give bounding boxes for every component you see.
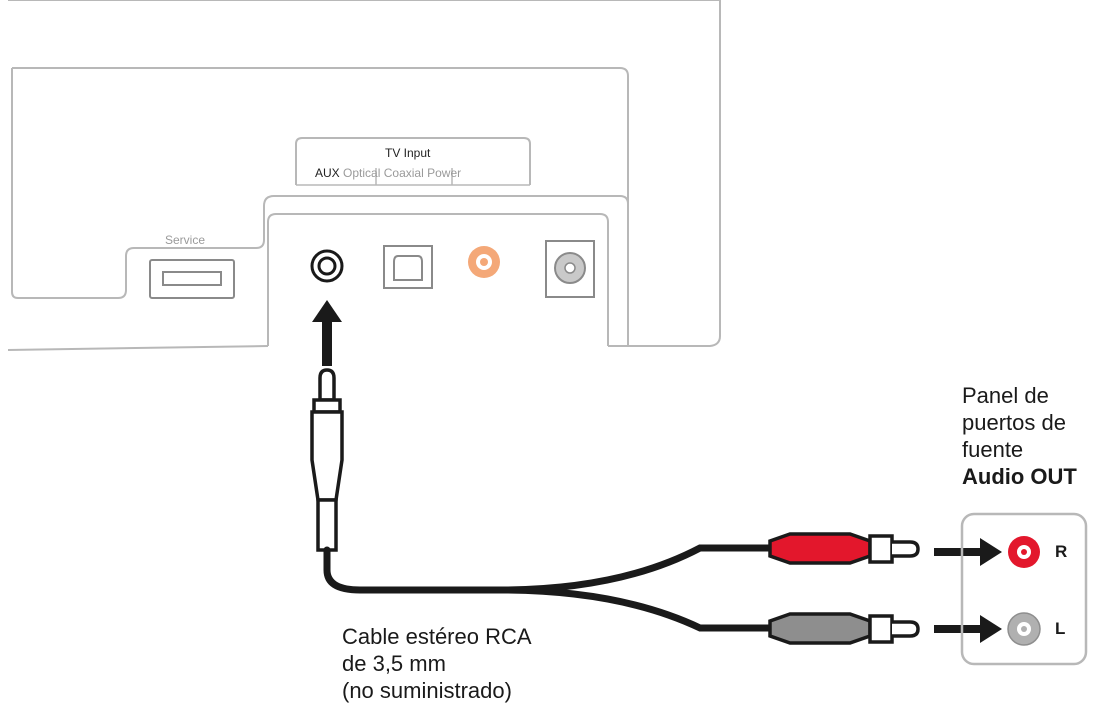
port-labels-row: AUX Optical Coaxial Power [315,166,461,180]
service-usb-port [149,259,235,299]
audio-out-label: Audio OUT [962,464,1077,489]
source-port-panel [960,512,1088,666]
aux-port [310,249,344,283]
service-label: Service [165,233,206,247]
rca-jack-l [1007,612,1041,646]
coaxial-label: Coaxial [383,166,424,180]
soundbar-bottom-edge [7,345,269,351]
cable-caption-line: de 3,5 mm [342,651,446,676]
stereo-cable [323,544,774,632]
usb-slot [162,271,222,286]
port-panel [267,213,609,346]
recessed-panel [11,67,629,346]
arrow-to-l [934,615,1002,643]
cable-caption-line: (no suministrado) [342,678,512,703]
rca-plug-red [768,532,920,565]
mini-jack-plug [310,368,344,552]
tv-input-label: TV Input [385,146,431,160]
optical-port [383,245,433,289]
rca-jack-r [1008,536,1040,568]
jack-l-label: L [1055,619,1066,638]
optical-label: Optical [343,166,381,180]
power-label: Power [427,166,462,180]
arrow-to-r [934,538,1002,566]
coaxial-port [468,246,500,278]
cable-caption-line: Cable estéreo RCA [342,624,532,649]
source-panel-title-line: fuente [962,437,1024,462]
aux-label: AUX [315,166,340,180]
power-port [545,240,595,298]
cable-caption: Cable estéreo RCA de 3,5 mm (no suminist… [342,623,532,704]
tv-input-label-box [295,137,531,185]
source-panel-title-line: Panel de [962,383,1049,408]
rca-plug-grey [768,612,920,645]
jack-r-label: R [1055,542,1068,561]
soundbar-body [8,0,721,347]
source-panel-title: Panel de puertos de fuente Audio OUT [962,382,1077,490]
source-panel-title-line: puertos de [962,410,1066,435]
arrow-to-aux [312,300,342,366]
